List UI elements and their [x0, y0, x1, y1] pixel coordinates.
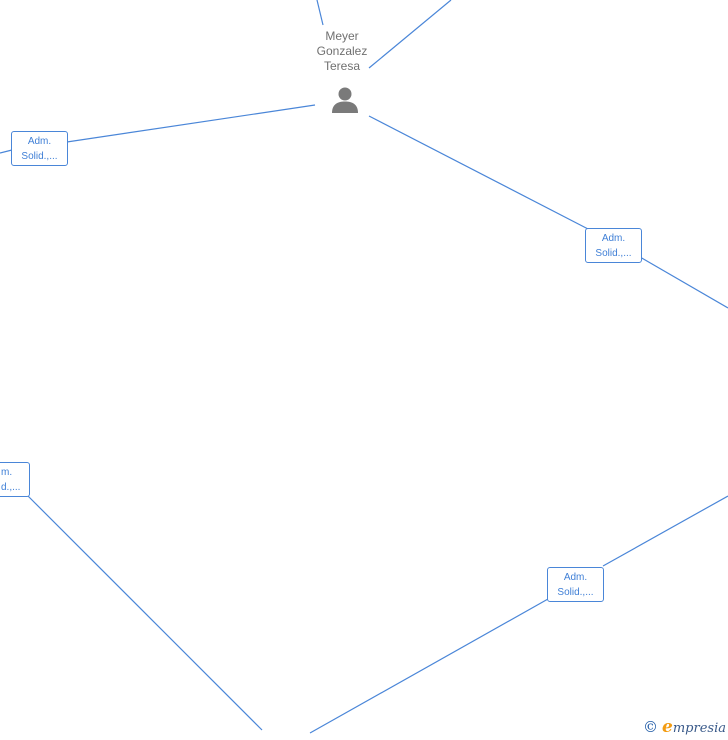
edge-label-bottom-right-line-1: Adm. [563, 572, 588, 583]
edge-line-bottom-right-stub [602, 495, 728, 567]
edge-line-top-left-stub [316, 0, 324, 26]
person-icon[interactable] [330, 85, 360, 115]
person-silhouette-icon [332, 87, 358, 113]
copyright-icon: © [643, 717, 659, 736]
person-name-line-1: Meyer [325, 29, 359, 43]
edge-line-right-stub [639, 256, 728, 309]
edge-label-bottom-left-line-1: m. [1, 467, 13, 478]
edge-line-bottom-left [25, 493, 263, 731]
edge-label-right[interactable]: Adm. Solid.,... [585, 228, 642, 263]
edge-label-bottom-right-line-2: Solid.,... [557, 587, 594, 598]
edge-line-left [39, 104, 316, 147]
edge-label-right-line-2: Solid.,... [595, 248, 632, 259]
edge-label-bottom-left[interactable]: m. d.,... [0, 462, 30, 497]
edge-label-right-line-1: Adm. [601, 233, 626, 244]
brand-initial: e [662, 717, 673, 737]
edge-label-left[interactable]: Adm. Solid.,... [11, 131, 68, 166]
person-name-label: Meyer Gonzalez Teresa [304, 29, 380, 74]
edge-line-right [368, 115, 591, 231]
edge-line-bottom-right [309, 598, 549, 734]
edge-label-left-line-2: Solid.,... [21, 151, 58, 162]
empresia-logo[interactable]: empresia [662, 717, 726, 737]
person-name-line-2: Gonzalez [316, 44, 368, 58]
footer-brand: © empresia [643, 717, 726, 737]
person-name-line-3: Teresa [323, 59, 361, 73]
edge-line-top-right-stub [368, 0, 452, 69]
edge-label-bottom-left-line-2: d.,... [1, 482, 21, 493]
brand-name: mpresia [672, 721, 726, 736]
edge-line-left-stub [0, 149, 13, 154]
edge-label-bottom-right[interactable]: Adm. Solid.,... [547, 567, 604, 602]
edge-label-left-line-1: Adm. [27, 136, 52, 147]
